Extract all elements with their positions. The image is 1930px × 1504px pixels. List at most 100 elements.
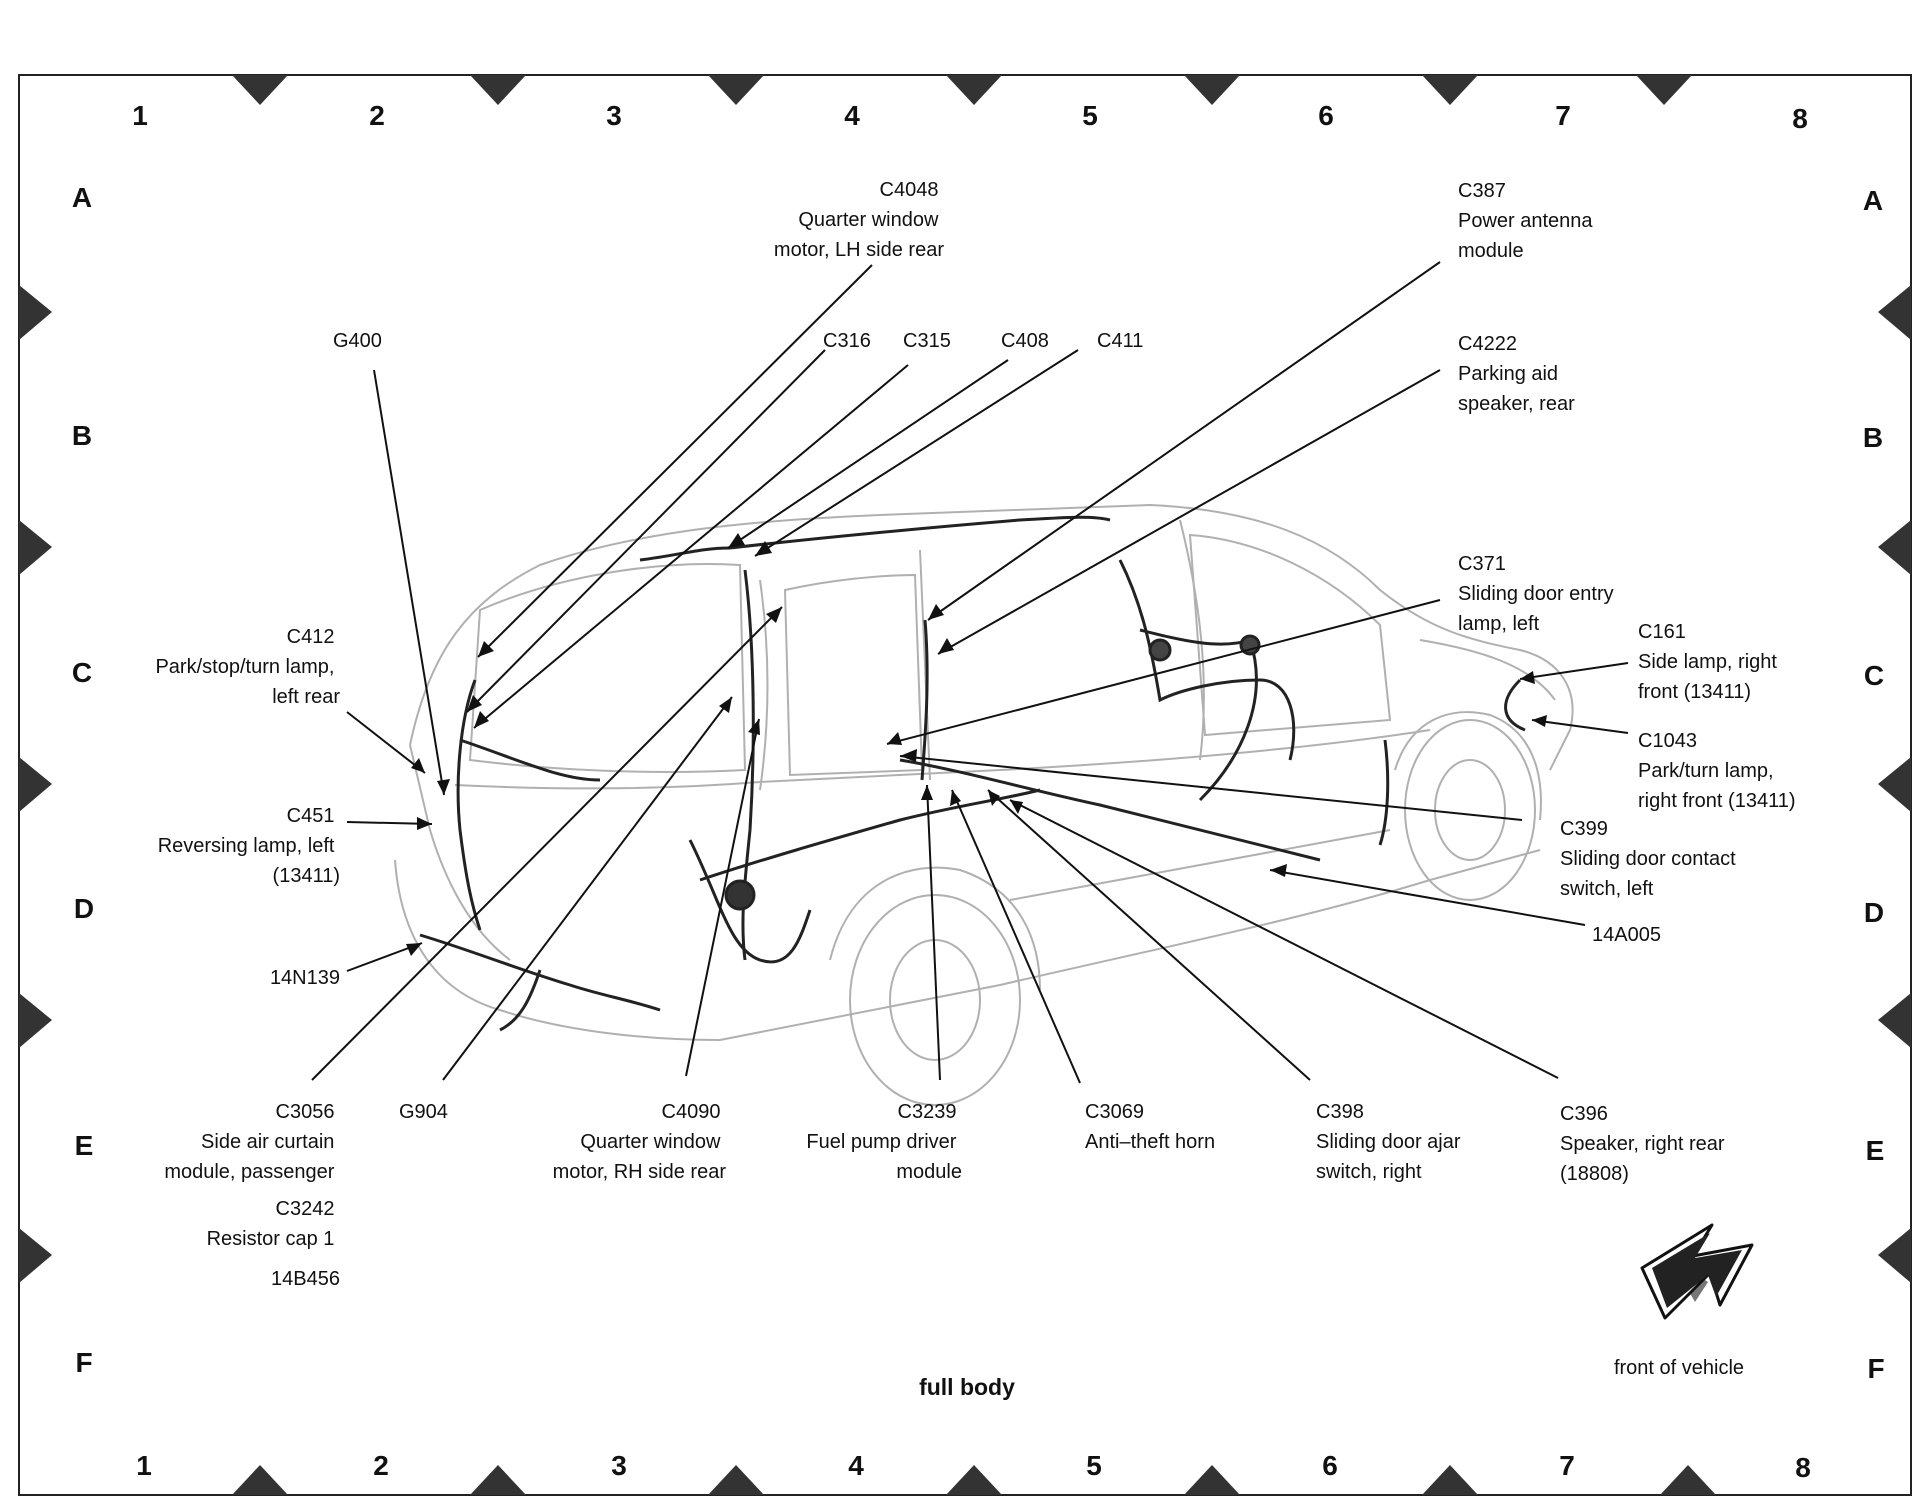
leader-c387: [927, 261, 1441, 621]
row-label: B: [1863, 422, 1883, 453]
leader-c1043: [1531, 719, 1629, 734]
top-marker: [708, 75, 764, 105]
row-label: F: [75, 1347, 92, 1378]
grid-markers: [19, 75, 1911, 1495]
top-marker: [1422, 75, 1478, 105]
bottom-marker: [708, 1465, 764, 1495]
right-marker: [1878, 757, 1911, 812]
harness-roof-rear: [639, 546, 731, 562]
right-marker: [1878, 520, 1911, 575]
rear-wheel-hub: [889, 939, 981, 1061]
arrowhead: [1520, 671, 1535, 684]
arrowhead: [887, 732, 902, 745]
column-label: 2: [369, 100, 385, 131]
callout-c1043: C1043 Park/turn lamp, right front (13411…: [1638, 730, 1796, 812]
arrowhead: [478, 641, 494, 657]
row-label: C: [72, 657, 92, 688]
bottom-marker: [470, 1465, 526, 1495]
arrowhead: [474, 711, 489, 728]
harness-liftgate: [456, 679, 482, 931]
bottom-marker: [1422, 1465, 1478, 1495]
fuel-pump-module: [724, 879, 756, 911]
leader-c411: [754, 349, 1079, 557]
callout-c4090: C4090 Quarter window motor, RH side rear: [553, 1101, 727, 1183]
harness-sliding-door: [1378, 739, 1390, 846]
row-label: D: [74, 893, 94, 924]
column-label: 6: [1318, 100, 1334, 131]
leader-c399: [899, 755, 1523, 821]
arrowhead: [728, 533, 745, 548]
front-wheel-hub: [1434, 759, 1506, 861]
arrowhead: [411, 758, 425, 773]
roof-outline: [409, 503, 1574, 771]
callout-c451: C451 Reversing lamp, left (13411): [158, 805, 340, 887]
row-label: E: [75, 1130, 94, 1161]
harness-b-pillar: [920, 619, 929, 781]
row-label: D: [1864, 897, 1884, 928]
c-pillar: [919, 549, 931, 781]
leader-c408: [727, 359, 1009, 549]
arrowhead: [406, 943, 422, 956]
leader-c316: [466, 349, 826, 713]
arrowhead: [938, 638, 954, 654]
callout-labels: C4048 Quarter window motor, LH side rear…: [155, 179, 1795, 1290]
row-labels-left: A B C D E F: [72, 182, 94, 1378]
callout-c4222: C4222 Parking aid speaker, rear: [1458, 333, 1575, 415]
callout-g904: G904: [399, 1101, 448, 1123]
callout-c371: C371 Sliding door entry lamp, left: [1458, 553, 1619, 635]
callout-c408: C408: [1001, 330, 1049, 352]
leader-g904: [442, 696, 733, 1081]
row-label: E: [1866, 1135, 1885, 1166]
column-label: 1: [132, 100, 148, 131]
column-label: 3: [606, 100, 622, 131]
top-marker: [946, 75, 1002, 105]
rear-wheel: [849, 894, 1021, 1106]
left-marker: [19, 993, 52, 1048]
arrowhead: [900, 749, 917, 762]
row-label: A: [1863, 185, 1883, 216]
leader-14a005: [1269, 869, 1586, 926]
callout-c398: C398 Sliding door ajar switch, right: [1316, 1101, 1466, 1183]
arrowhead: [437, 779, 450, 795]
leader-c3239: [926, 784, 941, 1081]
front-of-vehicle-arrow-icon: [1640, 1223, 1754, 1320]
leader-c3056: [311, 606, 783, 1081]
callout-c411: C411: [1097, 330, 1143, 352]
bottom-marker: [232, 1465, 288, 1495]
vehicle-body-outline: [394, 503, 1574, 1106]
callout-14a005: 14A005: [1592, 924, 1661, 946]
callout-c4048: C4048 Quarter window motor, LH side rear: [774, 179, 944, 261]
callout-c161: C161 Side lamp, right front (13411): [1638, 621, 1783, 703]
leader-c398: [987, 789, 1311, 1081]
connector-node: [1239, 634, 1261, 656]
column-label: 4: [844, 100, 860, 131]
callout-c396: C396 Speaker, right rear (18808): [1560, 1103, 1730, 1185]
arrowhead: [748, 719, 760, 735]
side-window: [783, 573, 924, 777]
column-label: 5: [1086, 1450, 1102, 1481]
column-label: 3: [611, 1450, 627, 1481]
rocker-line: [719, 849, 1541, 1041]
leader-lines: [311, 261, 1629, 1084]
row-label: C: [1864, 660, 1884, 691]
column-label: 5: [1082, 100, 1098, 131]
arrowhead: [1532, 715, 1547, 727]
b-pillar: [1179, 519, 1205, 761]
callout-c3069: C3069 Anti–theft horn: [1085, 1101, 1215, 1153]
harness-rear-bumper: [419, 933, 661, 1012]
row-label: A: [72, 182, 92, 213]
arrowhead: [766, 607, 782, 623]
callout-c387: C387 Power antenna module: [1458, 180, 1598, 262]
diagram-title: full body: [919, 1374, 1015, 1400]
d-pillar: [759, 579, 769, 791]
column-label: 6: [1322, 1450, 1338, 1481]
leader-c161: [1519, 662, 1629, 680]
right-marker: [1878, 285, 1911, 340]
column-label: 8: [1795, 1452, 1811, 1483]
arrowhead: [921, 785, 933, 800]
bottom-marker: [1184, 1465, 1240, 1495]
callout-g400: G400: [333, 330, 382, 352]
sliding-door-track: [1009, 829, 1391, 901]
arrowhead: [950, 790, 961, 806]
